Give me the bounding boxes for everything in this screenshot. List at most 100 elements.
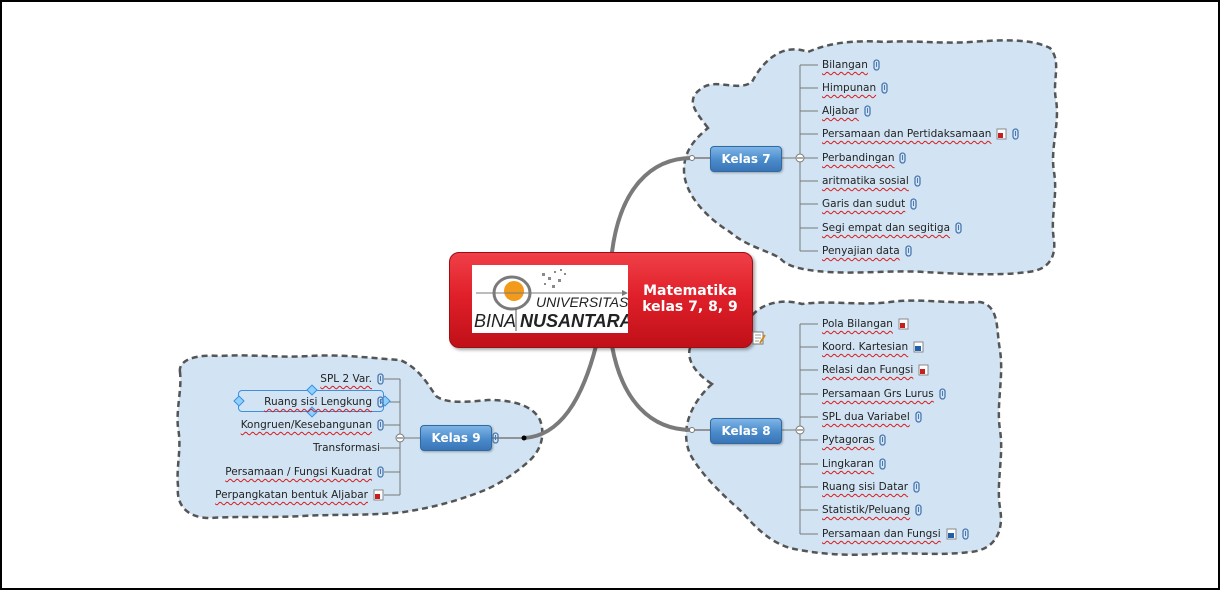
attachment-icon[interactable] (904, 245, 912, 257)
topic-label: Koord. Kartesian (822, 341, 909, 353)
topic-label: Garis dan sudut (822, 198, 906, 210)
logo-text-universitas: UNIVERSITAS (536, 294, 628, 310)
attachment-icon[interactable] (955, 222, 962, 234)
central-topic[interactable]: UNIVERSITAS BINA NUSANTARA Matematika ke… (449, 252, 753, 348)
topic-label: Ruang sisi Lengkung (264, 396, 372, 408)
topic-label: Persamaan Grs Lurus (822, 388, 934, 400)
connector-dot-kelas9 (521, 435, 527, 441)
topic-kelas7-perbandingan[interactable]: Perbandingan (822, 150, 907, 166)
attachment-icon[interactable] (939, 388, 946, 400)
note-icon[interactable] (752, 330, 766, 349)
topic-kelas9-ruang-sisi-lengkung[interactable]: Ruang sisi Lengkung (264, 394, 384, 410)
subtopic-kelas8[interactable]: Kelas 8 (710, 418, 782, 444)
topic-label: Perpangkatan bentuk Aljabar (215, 489, 368, 501)
attachment-icon[interactable] (377, 396, 384, 408)
attachment-icon[interactable] (915, 411, 922, 423)
pdf-file-icon[interactable] (898, 318, 909, 330)
topic-kelas8-statistik-peluang[interactable]: Statistik/Peluang (822, 502, 922, 518)
topic-kelas7-penyajian-data[interactable]: Penyajian data (822, 243, 912, 259)
attachment-icon[interactable] (914, 175, 921, 187)
cloud-kelas7 (682, 39, 1059, 276)
connector-central-kelas7 (610, 156, 694, 254)
document-icon[interactable] (946, 528, 957, 540)
topic-kelas9-spl-2-var[interactable]: SPL 2 Var. (320, 371, 384, 387)
attachment-icon[interactable] (879, 434, 887, 446)
topic-label: aritmatika sosial (822, 175, 909, 187)
topic-kelas7-garis-dan-sudut[interactable]: Garis dan sudut (822, 196, 917, 212)
subtopic-kelas7[interactable]: Kelas 7 (710, 146, 782, 172)
topic-label: Perbandingan (822, 152, 895, 164)
central-title-line1: Matematika (643, 283, 737, 299)
topic-label: Persamaan dan Pertidaksamaan (822, 128, 992, 140)
attachment-icon[interactable] (377, 466, 384, 478)
topic-kelas8-lingkaran[interactable]: Lingkaran (822, 456, 886, 472)
topic-kelas9-persamaan-fungsi-kuadrat[interactable]: Persamaan / Fungsi Kuadrat (225, 464, 384, 480)
cloud-kelas8 (684, 299, 1003, 556)
topic-kelas8-persamaan-grs-lurus[interactable]: Persamaan Grs Lurus (822, 386, 946, 402)
attachment-icon[interactable] (915, 504, 922, 516)
topic-label: Pola Bilangan (822, 318, 893, 330)
topic-kelas8-persamaan-dan-fungsi[interactable]: Persamaan dan Fungsi (822, 526, 969, 542)
attachment-icon[interactable] (492, 432, 499, 444)
university-logo: UNIVERSITAS BINA NUSANTARA (472, 265, 633, 333)
topic-kelas8-pola-bilangan[interactable]: Pola Bilangan (822, 316, 909, 332)
topic-kelas9-kongruen-kesebangunan[interactable]: Kongruen/Kesebangunan (241, 417, 384, 433)
logo-text-bina: BINA (474, 311, 516, 331)
topic-label: Segi empat dan segitiga (822, 222, 951, 234)
topic-label: Aljabar (822, 105, 859, 117)
topic-label: Relasi dan Fungsi (822, 364, 914, 376)
pdf-file-icon[interactable] (918, 364, 929, 376)
topic-label: Persamaan dan Fungsi (822, 528, 941, 540)
logo-text-nusantara: NUSANTARA (520, 311, 628, 331)
topic-label: Ruang sisi Datar (822, 481, 909, 493)
topic-kelas8-pytagoras[interactable]: Pytagoras (822, 432, 887, 448)
topic-kelas9-perpangkatan-bentuk-aljabar[interactable]: Perpangkatan bentuk Aljabar (215, 487, 384, 503)
attachment-icon[interactable] (1012, 128, 1020, 140)
topic-kelas7-persamaan-dan-pertidaksamaan[interactable]: Persamaan dan Pertidaksamaan (822, 126, 1020, 142)
attachment-icon[interactable] (377, 373, 384, 385)
topic-label: Persamaan / Fungsi Kuadrat (225, 466, 372, 478)
topic-label: Himpunan (822, 82, 877, 94)
topic-label: Penyajian data (822, 245, 900, 257)
topic-kelas8-spl-dua-variabel[interactable]: SPL dua Variabel (822, 409, 922, 425)
topic-kelas7-bilangan[interactable]: Bilangan (822, 57, 880, 73)
topic-label: Statistik/Peluang (822, 504, 911, 516)
topic-kelas7-himpunan[interactable]: Himpunan (822, 80, 888, 96)
attachment-icon[interactable] (962, 528, 969, 540)
connector-central-kelas9 (522, 344, 598, 440)
connector-dot-kelas8 (689, 427, 695, 433)
topic-kelas8-ruang-sisi-datar[interactable]: Ruang sisi Datar (822, 479, 920, 495)
topic-kelas8-koord-kartesian[interactable]: Koord. Kartesian (822, 339, 924, 355)
pdf-file-icon[interactable] (996, 128, 1007, 140)
topic-label: Transformasi (312, 442, 380, 454)
topic-kelas7-aritmatika-sosial[interactable]: aritmatika sosial (822, 173, 921, 189)
attachment-icon[interactable] (899, 152, 907, 164)
subtopic-kelas9[interactable]: Kelas 9 (420, 425, 492, 451)
attachment-icon[interactable] (910, 198, 917, 210)
topic-label: SPL dua Variabel (822, 411, 910, 423)
topic-kelas9-transformasi[interactable]: Transformasi (313, 440, 380, 456)
topic-label: Bilangan (822, 59, 868, 71)
topic-kelas7-segi-empat-dan-segitiga[interactable]: Segi empat dan segitiga (822, 220, 962, 236)
topic-kelas8-relasi-dan-fungsi[interactable]: Relasi dan Fungsi (822, 362, 929, 378)
connector-dot-kelas7 (689, 155, 695, 161)
connector-central-kelas8 (610, 344, 694, 432)
cloud-kelas9 (176, 354, 544, 520)
central-title: Matematika kelas 7, 8, 9 (632, 283, 748, 315)
attachment-icon[interactable] (377, 419, 384, 431)
attachment-icon[interactable] (864, 105, 871, 117)
attachment-icon[interactable] (913, 481, 920, 493)
topic-kelas7-aljabar[interactable]: Aljabar (822, 103, 871, 119)
topic-label: Pytagoras (822, 434, 875, 446)
document-icon[interactable] (913, 341, 924, 353)
attachment-icon[interactable] (879, 458, 886, 470)
topic-label: SPL 2 Var. (320, 373, 372, 385)
pdf-file-icon[interactable] (373, 489, 384, 501)
attachment-icon[interactable] (873, 59, 880, 71)
topic-label: Lingkaran (822, 458, 874, 470)
attachment-icon[interactable] (881, 82, 888, 94)
central-title-line2: kelas 7, 8, 9 (642, 299, 738, 315)
topic-label: Kongruen/Kesebangunan (240, 419, 372, 431)
